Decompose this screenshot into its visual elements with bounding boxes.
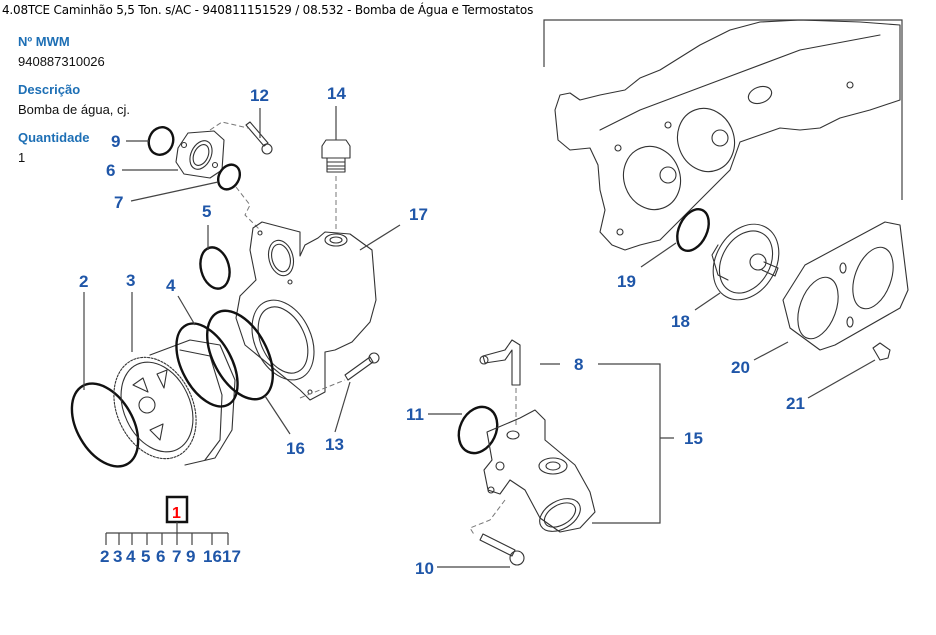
callout-16[interactable]: 16 xyxy=(286,439,305,458)
callout-11[interactable]: 11 xyxy=(406,405,424,424)
tree-child-3[interactable]: 3 xyxy=(113,547,122,566)
callout-4[interactable]: 4 xyxy=(166,276,176,295)
bracket-line xyxy=(543,19,903,200)
assembly-line xyxy=(209,121,249,131)
assembly-line xyxy=(235,186,263,233)
callout-10[interactable]: 10 xyxy=(415,559,434,578)
mwm-label: Nº MWM xyxy=(18,34,70,49)
leader-7 xyxy=(130,181,219,202)
tree-branches xyxy=(105,522,229,545)
leader-18 xyxy=(694,292,721,311)
mwm-value: 940887310026 xyxy=(18,54,105,69)
selected-assembly-number: 1 xyxy=(172,505,181,522)
callout-15[interactable]: 15 xyxy=(684,429,703,448)
leader-20 xyxy=(753,341,789,361)
callout-7[interactable]: 7 xyxy=(114,193,123,212)
description-value: Bomba de água, cj. xyxy=(18,102,131,117)
callout-3[interactable]: 3 xyxy=(126,271,135,290)
part-13-bolt[interactable] xyxy=(344,352,380,381)
callout-19[interactable]: 19 xyxy=(617,272,636,291)
leader-21 xyxy=(807,359,876,399)
leader-13 xyxy=(334,381,351,433)
assembly-line xyxy=(299,379,346,399)
assembly-line xyxy=(469,499,506,537)
part-17-pump-housing[interactable] xyxy=(235,221,377,401)
part-15-thermostat-housing[interactable] xyxy=(483,409,596,538)
quantity-group: Quantidade 1 xyxy=(18,130,130,166)
callout-8[interactable]: 8 xyxy=(574,355,583,374)
tree-child-7[interactable]: 7 xyxy=(172,547,181,566)
leader-16 xyxy=(264,395,291,435)
quantity-value: 1 xyxy=(18,150,26,165)
tree-child-16[interactable]: 16 xyxy=(203,547,222,566)
tree-child-4[interactable]: 4 xyxy=(126,547,136,566)
leader-17 xyxy=(359,224,401,251)
callout-20[interactable]: 20 xyxy=(731,358,750,377)
part-9-oring[interactable] xyxy=(145,124,177,159)
part-19-oring[interactable] xyxy=(671,204,715,256)
callout-5[interactable]: 5 xyxy=(202,202,211,221)
part-20-gasket[interactable] xyxy=(782,221,909,351)
callout-14[interactable]: 14 xyxy=(327,84,346,103)
part-21-clip[interactable] xyxy=(872,342,891,361)
callout-17[interactable]: 17 xyxy=(409,205,428,224)
part-info-panel: Nº MWM 940887310026 Descrição Bomba de á… xyxy=(18,34,130,178)
callout-21[interactable]: 21 xyxy=(786,394,805,413)
part-2-oring[interactable] xyxy=(58,372,151,478)
page-title: 4.08TCE Caminhão 5,5 Ton. s/AC - 9408111… xyxy=(2,3,534,17)
part-18-thermostat[interactable] xyxy=(700,212,792,311)
tree-child-6[interactable]: 6 xyxy=(156,547,165,566)
part-11-oring[interactable] xyxy=(452,401,505,460)
leader-8-15 xyxy=(540,363,674,524)
callout-9[interactable]: 9 xyxy=(111,132,120,151)
tree-child-5[interactable]: 5 xyxy=(141,547,150,566)
part-16-oring[interactable] xyxy=(194,300,287,410)
part-14-plug[interactable] xyxy=(321,139,351,173)
description-label: Descrição xyxy=(18,82,81,97)
callout-2[interactable]: 2 xyxy=(79,272,88,291)
callout-13[interactable]: 13 xyxy=(325,435,344,454)
callout-6[interactable]: 6 xyxy=(106,161,115,180)
leader-19 xyxy=(640,242,677,268)
part-12-bolt[interactable] xyxy=(245,121,273,155)
callout-18[interactable]: 18 xyxy=(671,312,690,331)
part-5-oring[interactable] xyxy=(196,244,234,292)
part-6-flange[interactable] xyxy=(175,130,225,179)
part-4-oring[interactable] xyxy=(164,314,250,417)
part-3-pump-impeller[interactable] xyxy=(98,339,236,472)
quantity-label: Quantidade xyxy=(18,130,90,145)
mwm-group: Nº MWM 940887310026 xyxy=(18,34,130,70)
leader-4 xyxy=(177,295,196,326)
callout-12[interactable]: 12 xyxy=(250,86,269,105)
tree-child-17[interactable]: 17 xyxy=(222,547,241,566)
tree-child-9[interactable]: 9 xyxy=(186,547,195,566)
part-10-bolt[interactable] xyxy=(479,533,525,566)
tree-child-2[interactable]: 2 xyxy=(100,547,109,566)
description-group: Descrição Bomba de água, cj. xyxy=(18,82,130,118)
assembly-tree: 1 2 3 4 5 6 7 9 16 17 xyxy=(100,495,241,566)
part-7-oring[interactable] xyxy=(214,161,244,194)
part-8-tube[interactable] xyxy=(479,339,521,386)
thermostat-cover xyxy=(554,19,901,251)
